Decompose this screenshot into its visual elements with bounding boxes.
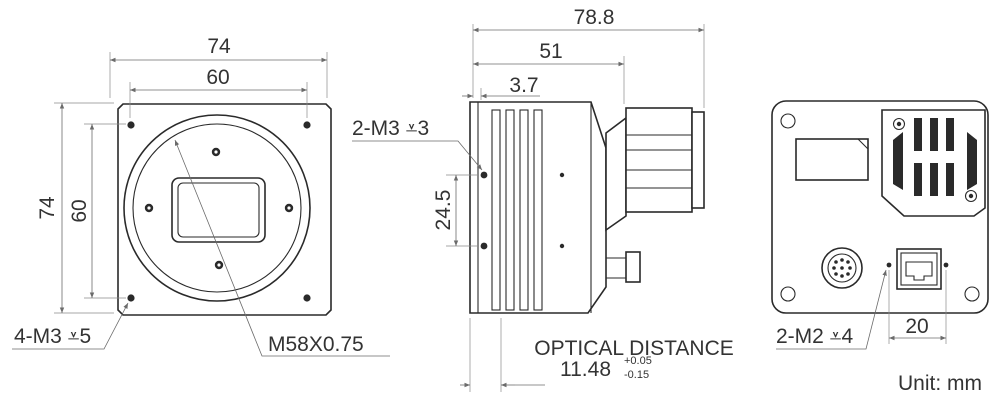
rear-label-plate (795, 138, 869, 181)
optical-distance-label: OPTICAL DISTANCE (534, 337, 734, 360)
callout-side-holes: 2-M3 ⩡3 (352, 117, 429, 140)
callout-rear-holes: 2-M2 ⩡4 (776, 325, 854, 348)
callout-lens-mount: M58X0.75 (268, 333, 364, 356)
lens-barrel (625, 107, 693, 213)
dim-side-hole-spacing: 24.5 (432, 190, 455, 231)
callout-mount-holes: 4-M3 ⩡5 (14, 325, 91, 348)
mount-screw (144, 147, 294, 270)
side-connector (625, 251, 641, 283)
unit-label: Unit: mm (898, 372, 982, 395)
dim-rear-hole-spacing: 20 (905, 315, 928, 338)
rear-view: 20 2-M2 ⩡4 (771, 100, 989, 350)
leader-lens-mount (174, 139, 390, 357)
lens-adapter (605, 116, 627, 232)
dim-body-length: 51 (539, 40, 562, 63)
heatsink-screw (892, 117, 978, 203)
optical-tolerance-minus: -0.15 (624, 369, 649, 381)
dim-height-holes: 60 (68, 199, 91, 222)
rear-hole (886, 262, 949, 268)
leader-side-holes (352, 140, 483, 171)
front-view: 74 60 74 60 4-M3 ⩡5 M58X0.75 (12, 35, 390, 357)
side-body (469, 101, 607, 314)
side-hole (480, 171, 565, 250)
dim-flange-offset: 3.7 (509, 74, 538, 97)
lens-front (691, 111, 705, 209)
leader-mount-holes (12, 302, 129, 350)
side-view: 78.8 51 3.7 2-M3 ⩡3 24.5 OPTICAL DISTANC… (352, 6, 734, 392)
sensor-window (171, 177, 266, 243)
cooling-fins (491, 109, 543, 311)
heatsink-fins (893, 118, 977, 196)
dim-total-length: 78.8 (574, 6, 615, 29)
dim-width-outer: 74 (207, 35, 231, 58)
optical-distance-value: 11.48 (560, 358, 611, 381)
optical-tolerance-plus: +0.05 (624, 355, 652, 367)
corner-hole (127, 121, 311, 302)
sensor-window-inner (177, 182, 260, 238)
dim-width-holes: 60 (206, 66, 229, 89)
lens-mount-inner (132, 123, 302, 293)
io-connector-icon (821, 247, 863, 289)
leader-rear-holes (776, 269, 887, 350)
dim-height-outer: 74 (36, 196, 59, 220)
ethernet-port-icon (896, 248, 942, 290)
